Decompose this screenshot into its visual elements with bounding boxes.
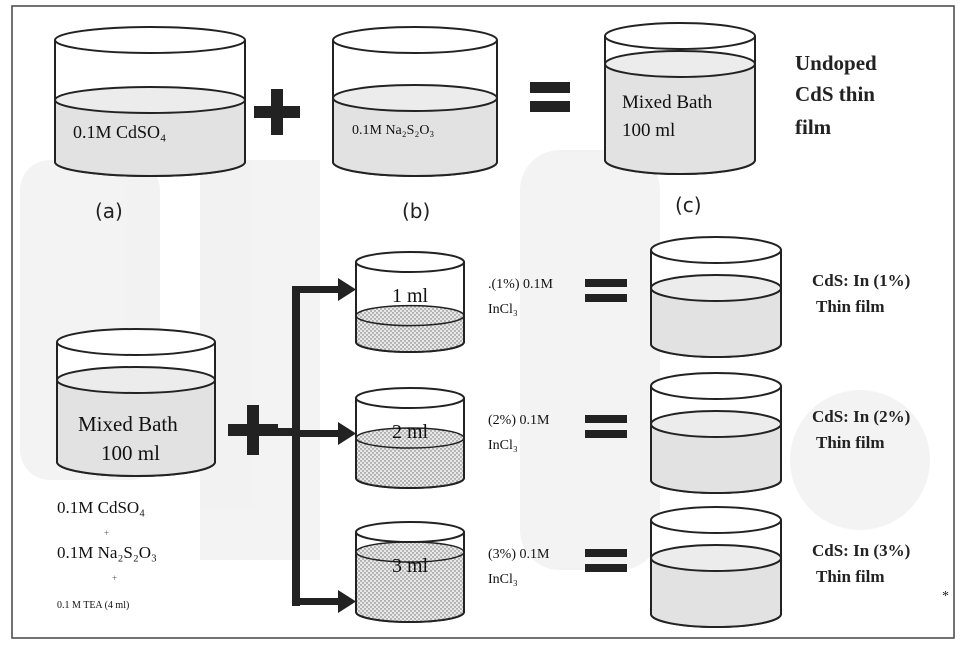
dopant-liquid-2 xyxy=(356,438,464,488)
dopant-volume-3: 3 ml xyxy=(392,555,429,577)
equals-sign-1 xyxy=(585,279,627,302)
background-watermark xyxy=(20,150,930,570)
dopant-beaker-1 xyxy=(355,251,465,353)
dopant-solution-2-line2: InCl₃ xyxy=(488,438,518,453)
dopant-solution-2-line1: (2%) 0.1M xyxy=(488,413,550,428)
caption-c: (c) xyxy=(675,193,702,217)
beaker-a-label: 0.1M CdSO₄ xyxy=(73,122,166,142)
undoped-result-line2: CdS thin xyxy=(795,82,875,106)
plus-sign-1 xyxy=(254,89,300,135)
doped-result-3-line2: Thin film xyxy=(816,567,885,586)
dopant-rows: 1 ml .(1%) 0.1M InCl₃ CdS: In (1%) Thin film… xyxy=(355,236,910,628)
dopant-solution-1-line2: InCl₃ xyxy=(488,302,518,317)
mixed-bath-beaker xyxy=(56,328,216,477)
dopant-liquid-3 xyxy=(356,552,464,622)
equals-sign-top xyxy=(530,82,570,112)
ingredient-1: 0.1M CdSO₄ xyxy=(57,498,145,517)
mixed-bath-label-line2: 100 ml xyxy=(101,441,160,465)
dopant-solution-3-line2: InCl₃ xyxy=(488,572,518,587)
dopant-beaker-2 xyxy=(355,387,465,489)
arrow-head-2-icon xyxy=(338,422,356,445)
arrow-head-3-icon xyxy=(338,590,356,613)
beaker-b-label: 0.1M Na₂S₂O₃ xyxy=(352,123,434,138)
dopant-solution-3-line1: (3%) 0.1M xyxy=(488,547,550,562)
doped-result-2-line1: CdS: In (2%) xyxy=(812,407,910,426)
undoped-result-line1: Undoped xyxy=(795,51,877,75)
result-beaker-1 xyxy=(650,236,782,358)
beaker-b xyxy=(332,26,498,177)
beaker-c-label-line1: Mixed Bath xyxy=(622,92,713,113)
arrow-head-1-icon xyxy=(338,278,356,301)
ingredient-plus-2: + xyxy=(112,573,117,583)
beaker-c-label-line2: 100 ml xyxy=(622,120,675,141)
doped-result-1-line2: Thin film xyxy=(816,297,885,316)
ingredient-plus-1: + xyxy=(104,528,109,538)
doped-result-1-line1: CdS: In (1%) xyxy=(812,271,910,290)
ingredient-2: 0.1M Na₂S₂O₃ xyxy=(57,543,157,562)
branch-arrows xyxy=(278,278,356,613)
beaker-a xyxy=(54,26,246,177)
plus-sign-2 xyxy=(228,405,278,455)
result-beaker-3 xyxy=(650,506,782,628)
ingredient-3: 0.1 M TEA (4 ml) xyxy=(57,600,129,611)
mixed-bath-label-line1: Mixed Bath xyxy=(78,412,178,436)
dopant-volume-1: 1 ml xyxy=(392,285,429,307)
dopant-volume-2: 2 ml xyxy=(392,421,429,443)
doped-result-3-line1: CdS: In (3%) xyxy=(812,541,910,560)
caption-a: (a) xyxy=(95,199,123,223)
caption-b: (b) xyxy=(402,199,430,223)
equals-sign-3 xyxy=(585,549,627,572)
result-beaker-2 xyxy=(650,372,782,494)
corner-mark: * xyxy=(942,589,949,604)
doped-result-2-line2: Thin film xyxy=(816,433,885,452)
beaker-c xyxy=(604,22,756,175)
equals-sign-2 xyxy=(585,415,627,438)
undoped-result-line3: film xyxy=(795,115,832,139)
dopant-beaker-3 xyxy=(355,521,465,623)
dopant-solution-1-line1: .(1%) 0.1M xyxy=(488,277,553,292)
